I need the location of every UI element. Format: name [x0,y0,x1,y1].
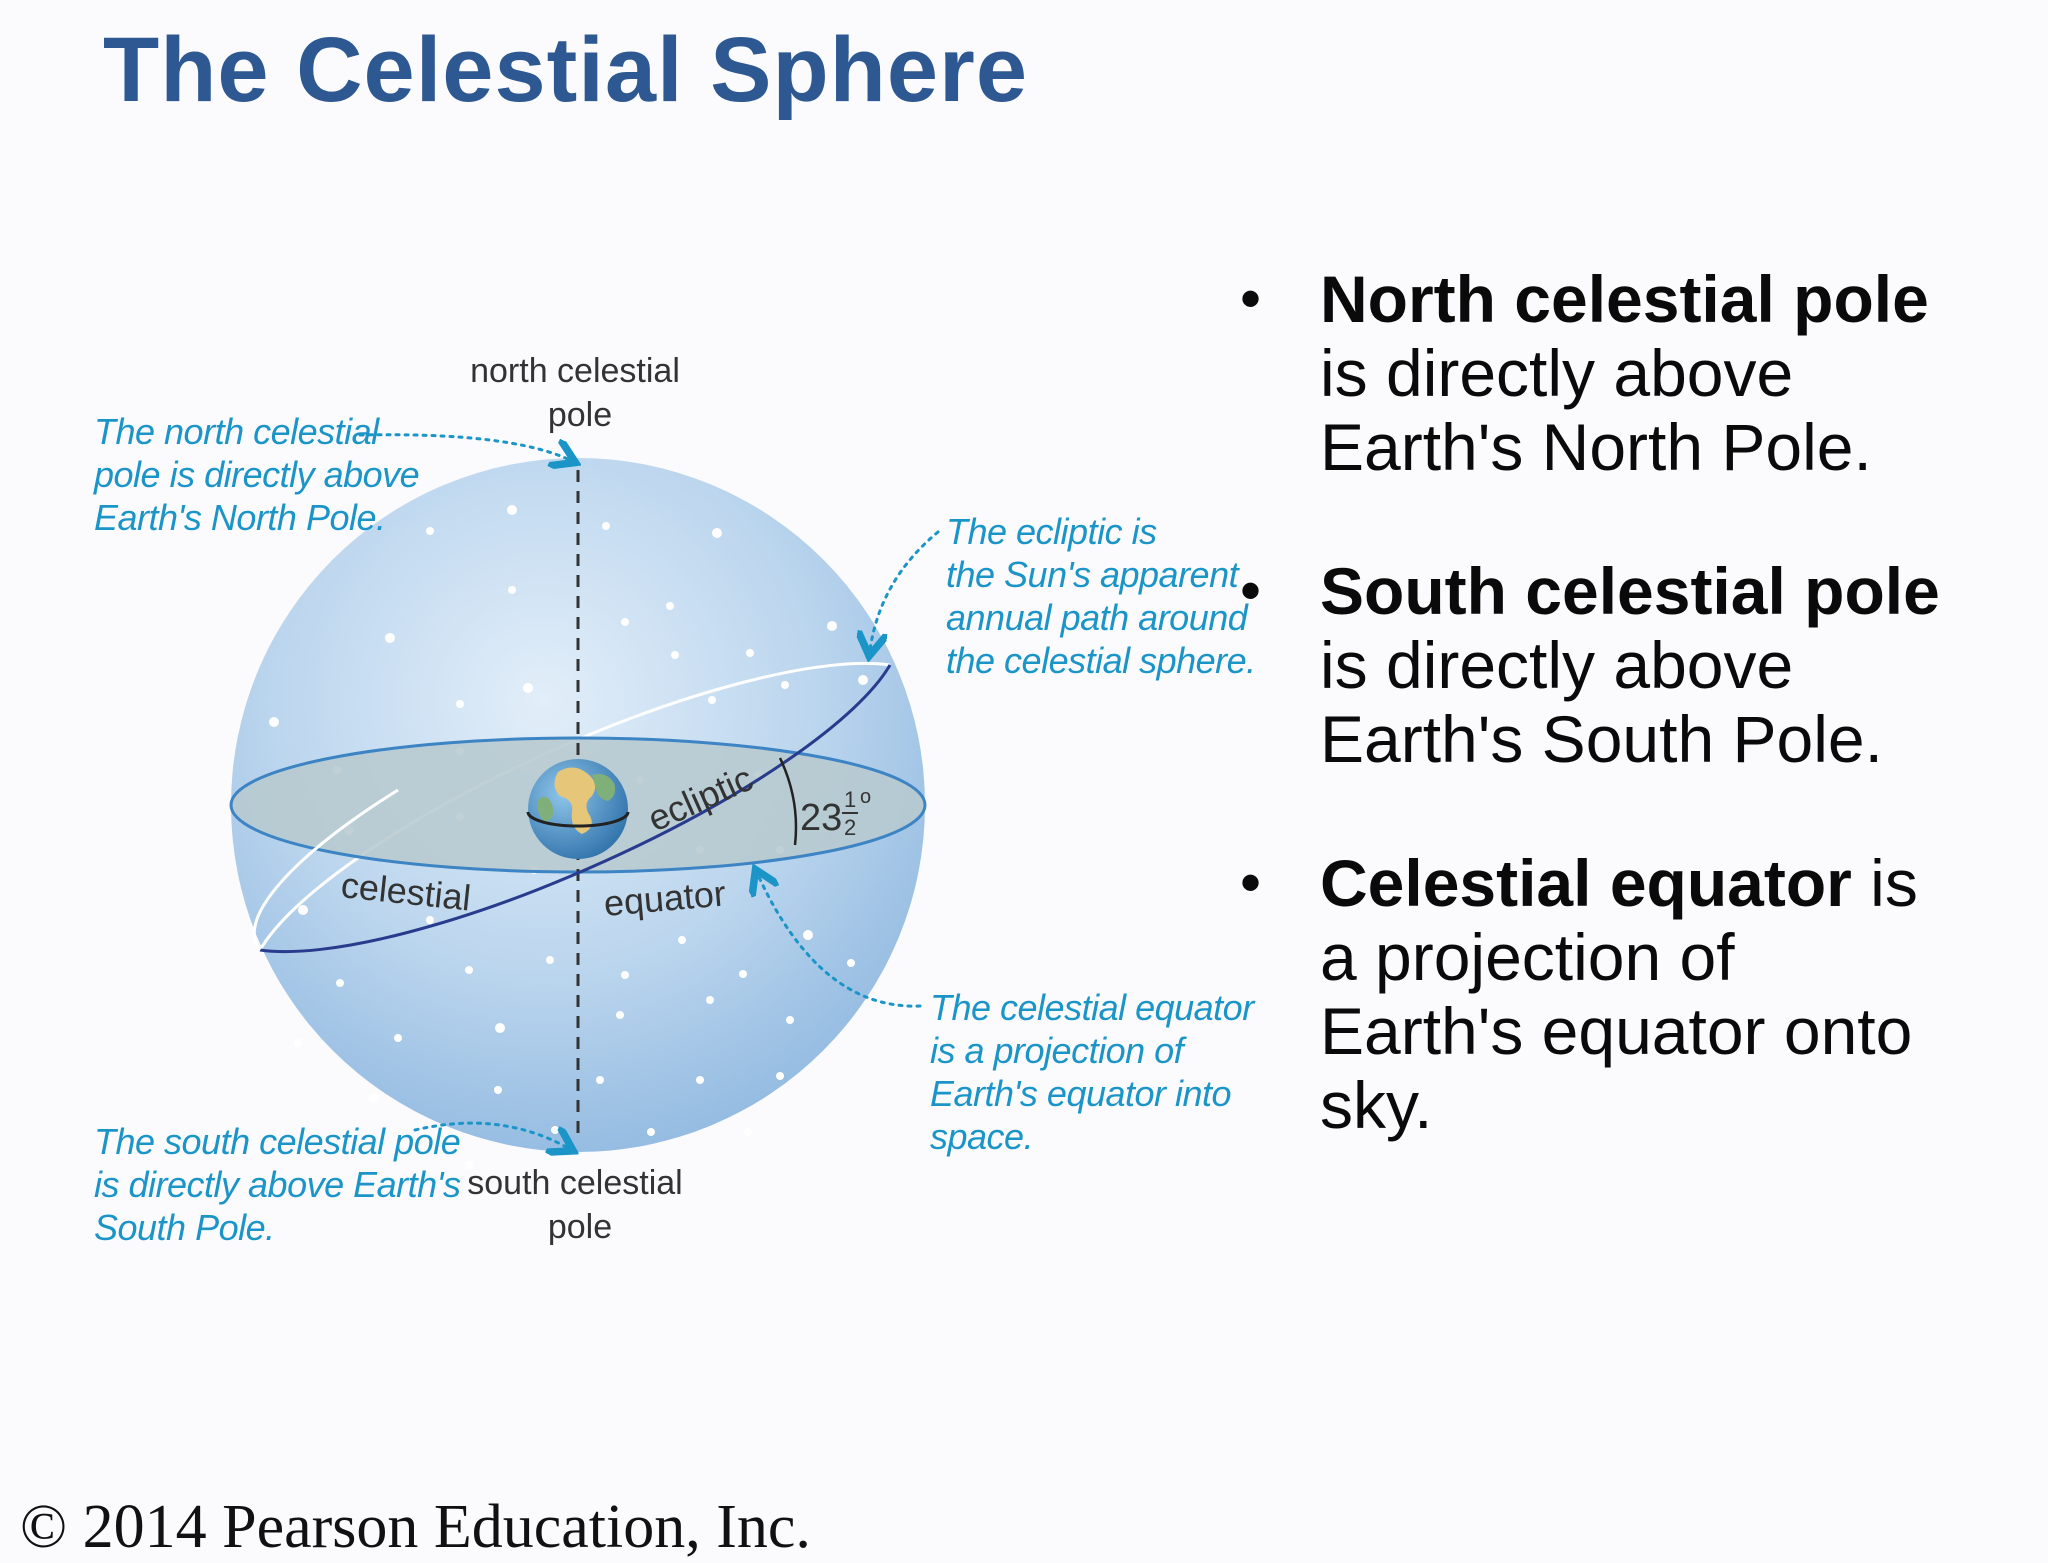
north-pole-callout: The north celestial pole is directly abo… [94,411,420,538]
bullet-bold-term: North celestial pole [1320,262,1929,336]
ecliptic-front-arc [259,664,892,954]
svg-text:o: o [860,786,871,808]
celestial-sphere-diagram: north celestial pole south celestial pol… [80,320,1256,1300]
bullet-dot-icon: • [1240,265,1262,332]
bullet-bold-term: Celestial equator [1320,846,1852,920]
bullet-item-celestial-equator: • Celestial equator is a projection of E… [1240,846,1918,1142]
angle-label: 23 1 2 o [800,786,871,840]
south-celestial-pole-label-line2: pole [548,1208,612,1246]
bullet-item-north-pole: • North celestial pole is directly above… [1240,262,1929,484]
equator-callout-leader [758,875,922,1008]
north-callout-leader [358,433,570,460]
ecliptic-callout-leader [870,530,940,650]
earth [526,759,630,859]
bullet-list: • North celestial pole is directly above… [1240,262,2020,1178]
bullet-dot-icon: • [1240,557,1262,624]
north-celestial-pole-label-line2: pole [548,396,612,434]
svg-text:23: 23 [800,797,842,839]
angle-arc [778,757,798,846]
ecliptic-on-plane-segment [252,788,399,951]
north-celestial-pole-label-line1: north celestial [470,352,680,390]
svg-text:2: 2 [844,815,856,840]
celestial-sphere-svg: north celestial pole south celestial pol… [229,352,940,1246]
bullet-dot-icon: • [1240,849,1262,916]
copyright-footer: © 2014 Pearson Education, Inc. [20,1493,811,1561]
ecliptic-callout: The ecliptic is the Sun's apparent annua… [946,511,1256,681]
south-callout-leader [413,1121,568,1148]
south-pole-callout: The south celestial pole is directly abo… [94,1121,461,1248]
bullet-item-south-pole: • South celestial pole is directly above… [1240,554,1940,776]
bullet-bold-term: South celestial pole [1320,554,1940,628]
svg-text:1: 1 [844,787,856,812]
equator-callout: The celestial equator is a projection of… [930,987,1254,1157]
south-celestial-pole-label-line1: south celestial [467,1164,682,1202]
slide-title: The Celestial Sphere [103,19,1028,121]
